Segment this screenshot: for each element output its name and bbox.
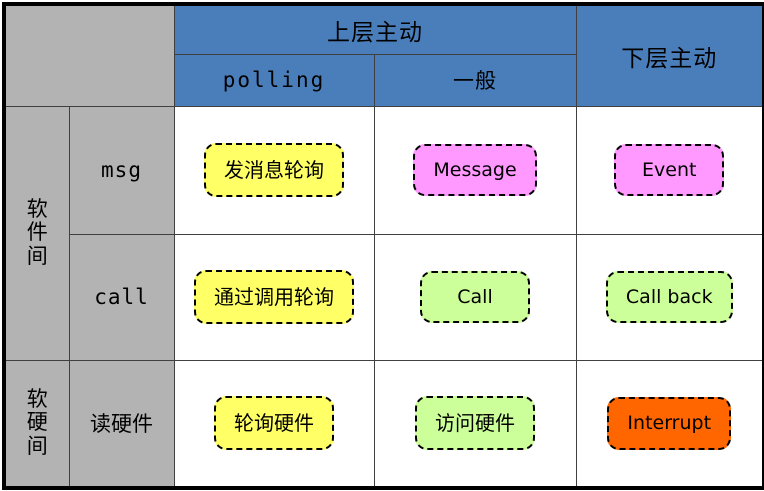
row-label-call: call xyxy=(68,233,175,361)
header-group-upper-active: 上层主动 xyxy=(173,3,577,55)
table-row-msg: 软件间 msg 发消息轮询 Message Event xyxy=(3,105,764,361)
row-group-label-software-text: 软件间 xyxy=(26,196,48,268)
chip-hardware-polling: 轮询硬件 xyxy=(214,396,334,451)
table-row-hardware: 软硬间 读硬件 轮询硬件 访问硬件 Interrupt xyxy=(3,359,764,489)
header-subcolumn-general: 一般 xyxy=(373,53,577,107)
chip-msg-polling: 发消息轮询 xyxy=(204,143,344,197)
cell-hardware-general: 访问硬件 xyxy=(373,359,577,489)
row-group-label-soft-hardware: 软硬间 xyxy=(3,359,70,489)
chip-hardware-general: 访问硬件 xyxy=(415,396,535,451)
header-group-lower-active: 下层主动 xyxy=(575,3,764,107)
cell-hardware-lower: Interrupt xyxy=(575,359,764,489)
chip-msg-lower: Event xyxy=(614,143,725,197)
row-group-label-soft-hardware-text: 软硬间 xyxy=(26,386,48,458)
chip-hardware-lower: Interrupt xyxy=(607,396,732,450)
chip-msg-general: Message xyxy=(413,143,537,197)
cell-call-lower: Call back xyxy=(575,233,764,361)
cell-call-general: Call xyxy=(373,233,577,361)
table-row-call: call 通过调用轮询 Call Call back xyxy=(4,233,764,361)
header-row-sub: polling 一般 xyxy=(4,53,764,107)
cell-msg-polling: 发消息轮询 xyxy=(173,105,375,235)
cell-call-polling: 通过调用轮询 xyxy=(173,233,375,361)
chip-call-general: Call xyxy=(420,270,530,324)
matrix-corner-cell xyxy=(3,3,175,107)
header-subcolumn-polling: polling xyxy=(173,53,375,107)
cell-hardware-polling: 轮询硬件 xyxy=(173,359,375,489)
chip-call-lower: Call back xyxy=(605,270,733,324)
cell-msg-general: Message xyxy=(373,105,577,235)
chip-call-polling: 通过调用轮询 xyxy=(194,270,354,324)
row-label-read-hardware: 读硬件 xyxy=(68,359,175,489)
header-row-top: 上层主动 下层主动 xyxy=(3,3,764,107)
cell-msg-lower: Event xyxy=(575,105,764,235)
row-group-label-software: 软件间 xyxy=(3,105,70,361)
row-label-msg: msg xyxy=(68,105,175,235)
